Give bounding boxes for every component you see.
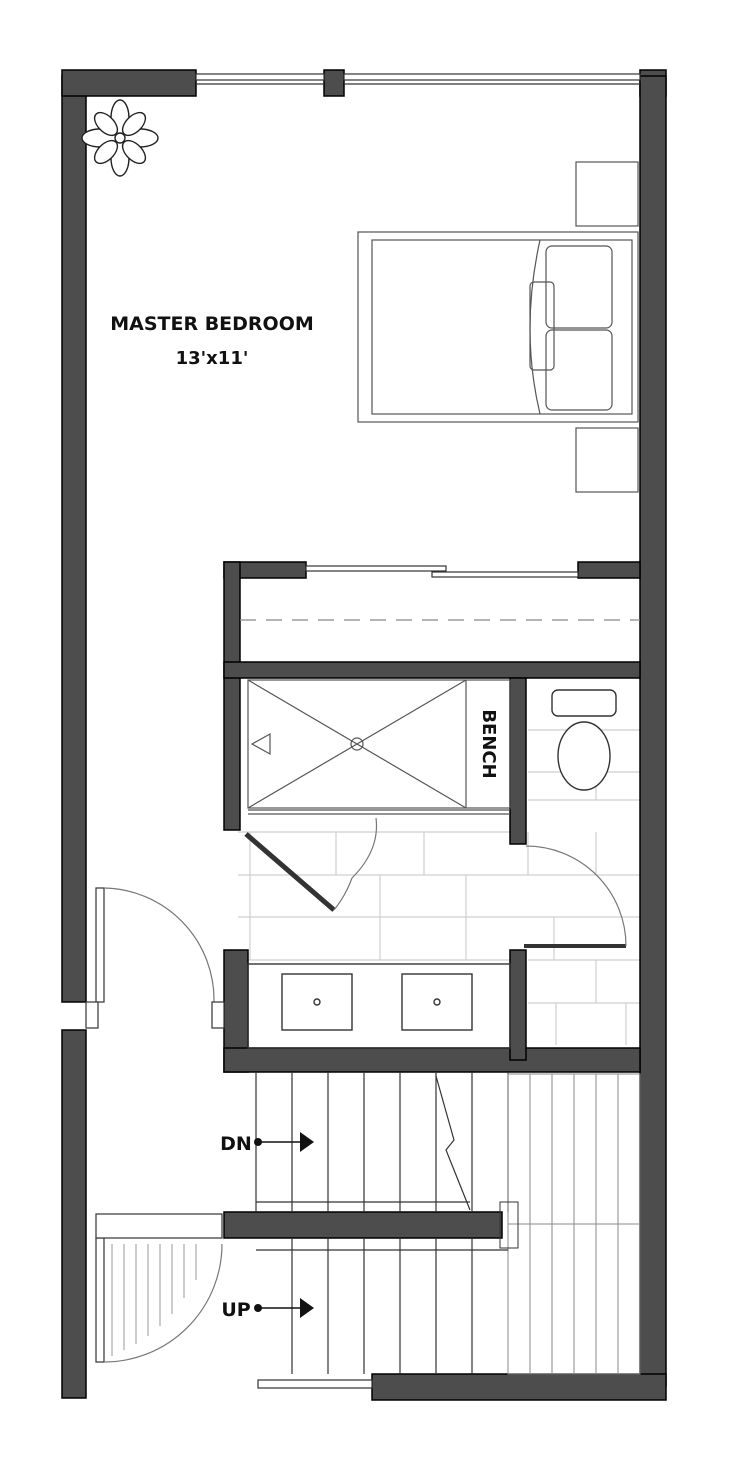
stairs-lower-run <box>256 1238 508 1374</box>
wall-left-lower <box>61 1029 87 1399</box>
windows-top <box>195 73 641 85</box>
wall-closet-top-right <box>577 561 641 579</box>
arrow-right-icon <box>300 1132 314 1152</box>
wall-left-upper <box>61 75 87 1003</box>
plant-icon <box>81 99 159 177</box>
nightstand-top <box>575 161 639 227</box>
wall-right <box>639 75 667 1387</box>
stair-down-label: DN <box>220 1133 252 1155</box>
door-swings <box>85 817 627 1363</box>
bed <box>357 231 639 423</box>
room-size-label: 13'x11' <box>176 348 249 369</box>
stair-down-arrow <box>254 1132 314 1152</box>
wall-bottom <box>371 1373 667 1401</box>
window-bottom <box>257 1379 373 1389</box>
stairs-right-treads <box>499 1073 641 1375</box>
wall-shower-right <box>509 677 527 845</box>
wall-stair-divider <box>223 1211 503 1239</box>
stairs-left-lower-treads <box>111 1244 197 1356</box>
wall-top-left <box>61 69 197 97</box>
vanity <box>247 963 511 1049</box>
room-name-label: MASTER BEDROOM <box>110 313 314 335</box>
toilet <box>551 689 617 791</box>
walls <box>61 69 667 1401</box>
arrow-right-icon <box>300 1298 314 1318</box>
stair-up-arrow <box>254 1298 314 1318</box>
wall-closet-left <box>223 561 241 831</box>
wall-wc-left <box>509 949 527 1061</box>
nightstand-bottom <box>575 427 639 493</box>
wall-closet-bottom <box>223 661 641 679</box>
wall-vanity-bottom <box>223 1047 641 1073</box>
closet-sliding-doors <box>305 565 579 578</box>
bench-label: BENCH <box>478 709 499 778</box>
shower <box>247 679 511 815</box>
wall-top-mid <box>323 69 345 97</box>
stair-up-label: UP <box>221 1299 250 1321</box>
